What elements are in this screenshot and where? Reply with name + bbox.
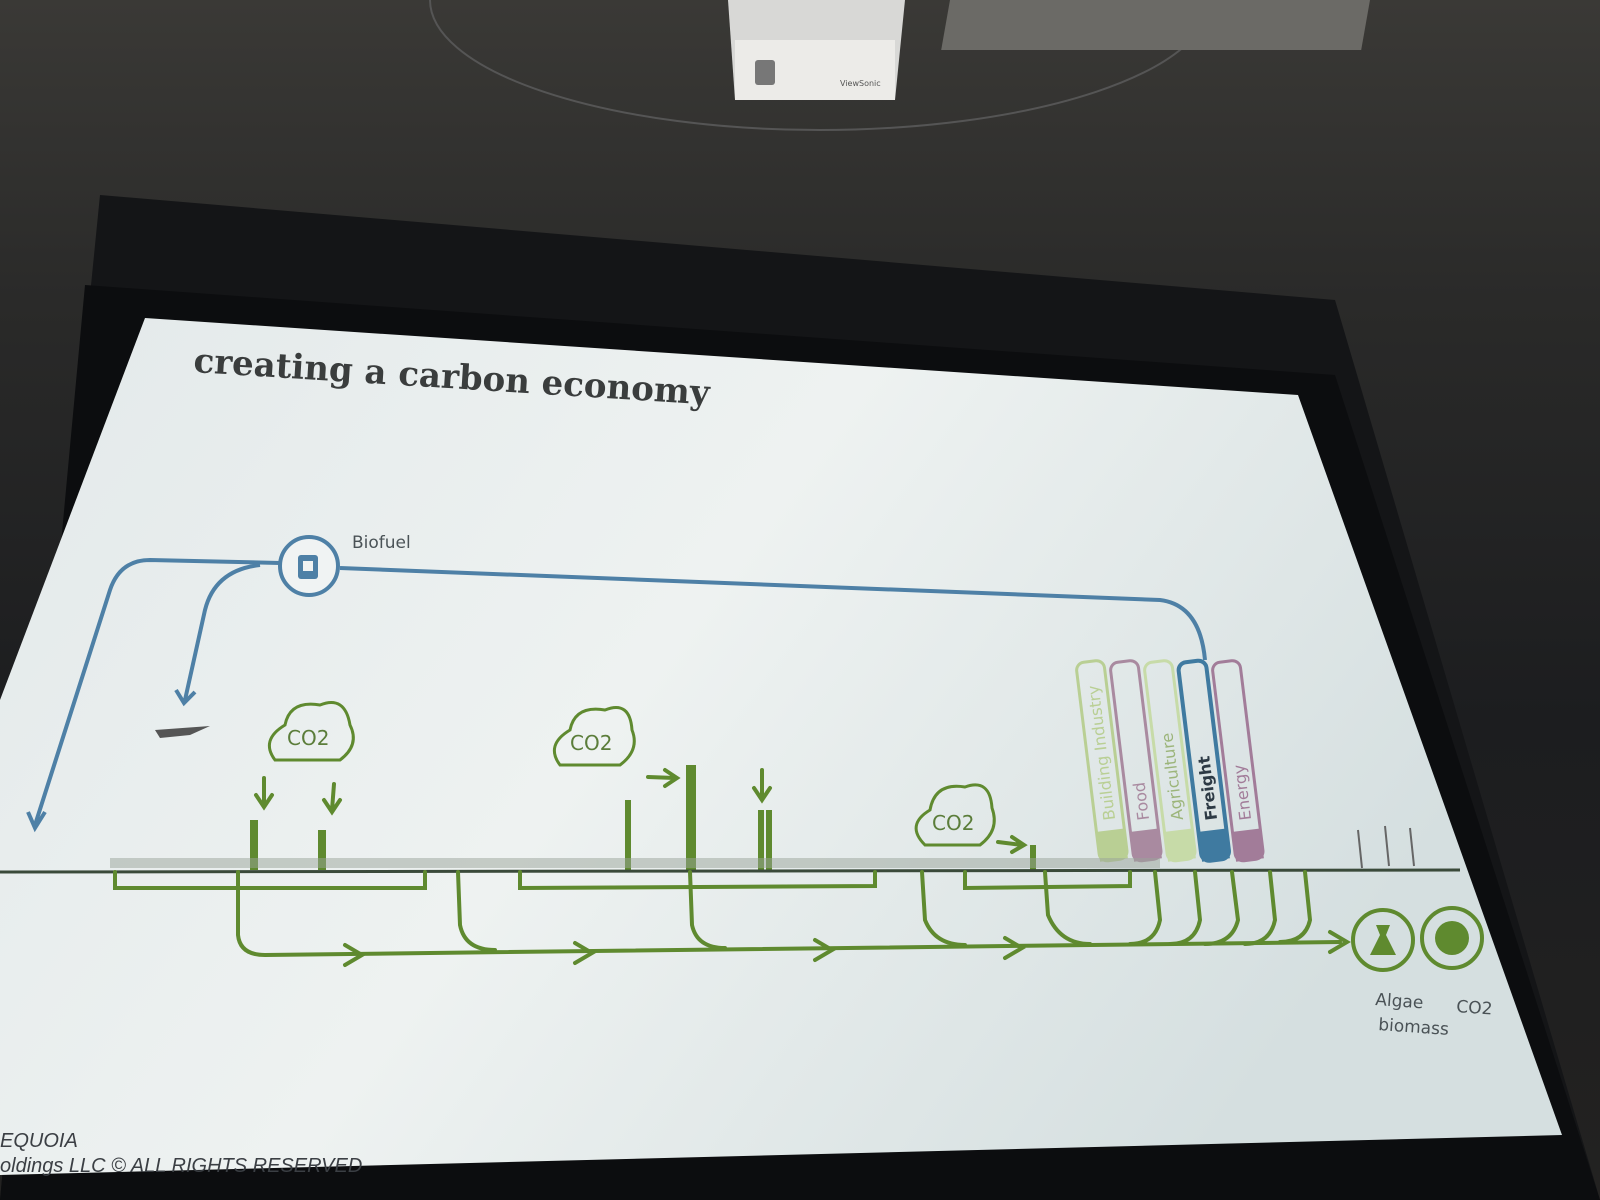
ceiling-panel — [941, 0, 1370, 50]
co2-cloud-label: CO2 — [287, 726, 329, 750]
algae-biomass-icon — [1351, 908, 1415, 972]
ceiling-ring — [429, 0, 1211, 131]
ground-line — [0, 868, 1461, 874]
algae-label-line1: Algae — [1375, 990, 1424, 1013]
airplane-icon — [155, 726, 210, 738]
projector-brand: ViewSonic — [840, 79, 881, 88]
algae-label-line2: biomass — [1378, 1015, 1450, 1040]
biofuel-loop — [26, 557, 1207, 833]
projector: ViewSonic — [728, 0, 905, 100]
sector-tube-agriculture: Agriculture — [1143, 659, 1197, 863]
biofuel-can-icon — [278, 535, 340, 597]
co2-output-label: CO2 — [1456, 997, 1493, 1019]
sector-label: Food — [1130, 781, 1154, 821]
footer-rights: oldings LLC © ALL RIGHTS RESERVED — [0, 1155, 362, 1177]
biofuel-label: Biofuel — [352, 533, 411, 553]
co2-cloud-icon — [267, 701, 355, 762]
co2-output-icon — [1420, 906, 1484, 970]
footer-brand: EQUOIA — [0, 1130, 78, 1152]
co2-cloud-label: CO2 — [932, 811, 974, 835]
wind-turbines — [1357, 825, 1415, 869]
city-skyline — [110, 765, 1160, 870]
co2-cloud-icon — [914, 783, 996, 847]
co2-cloud-icon — [552, 706, 636, 767]
slide — [0, 318, 1562, 1175]
carbon-flows — [113, 768, 1351, 967]
co2-cloud-label: CO2 — [570, 731, 612, 755]
